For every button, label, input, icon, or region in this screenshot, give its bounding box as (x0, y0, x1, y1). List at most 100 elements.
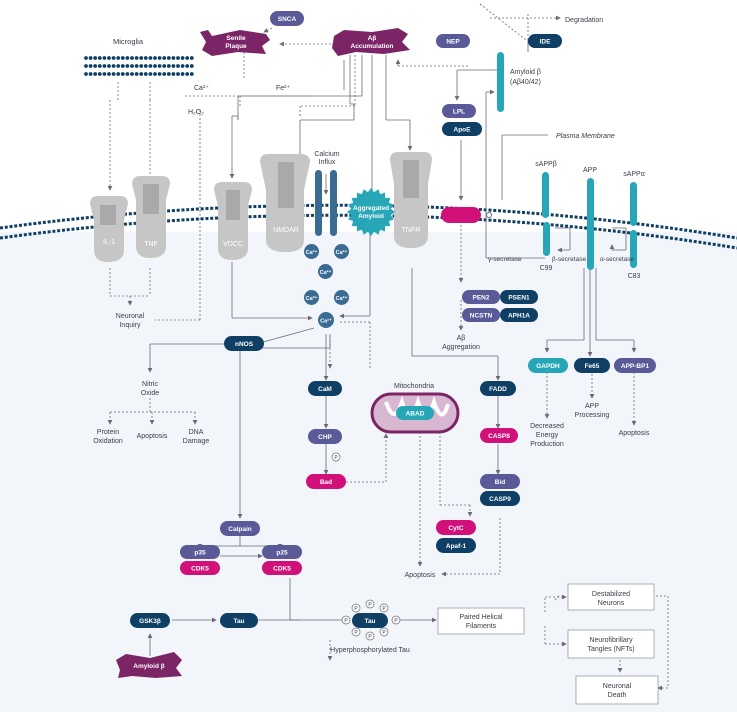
amyloid-beta-label: Amyloid β (510, 69, 541, 76)
amyloid-beta-bottom-label: Amyloid β (133, 663, 164, 670)
c99-label: C99 (540, 265, 553, 272)
decreased-energy-label-2: Energy (536, 432, 559, 439)
node-label-ide: IDE (540, 38, 552, 45)
node-label-chp: CHP (318, 434, 332, 441)
node-label-bad: Bad (320, 479, 332, 486)
node-gsk3b: GSK3β (130, 613, 170, 628)
outcome-boxes (437, 583, 659, 705)
fe-ion-label: Fe²⁺ (276, 85, 291, 92)
bad-phospho-label: P (334, 455, 338, 461)
node-label-p35: p35 (194, 549, 206, 556)
node-ca3: Ca²⁺ (318, 264, 333, 279)
node-bad: Bad (306, 474, 346, 489)
ca-ion-label: Ca²⁺ (194, 85, 209, 92)
connectors (107, 3, 669, 691)
phospho-label: P (382, 630, 386, 636)
node-label-ca6: Ca²⁺ (320, 317, 332, 324)
bad-phospho-circle (331, 452, 341, 462)
nitric-oxide-label-2: Oxide (141, 390, 159, 397)
phospho-label: P (382, 606, 386, 612)
node-appbp1: APP-BP1 (614, 358, 656, 373)
senile-plaque-label: Senile (226, 35, 246, 42)
sappb-label: sAPPβ (535, 161, 557, 168)
node-label-gsk3b: GSK3β (139, 618, 161, 625)
neuronal-injury-label-2: Inquiry (119, 322, 141, 329)
vdcc-label: VDCC (223, 241, 243, 248)
aggregated-amyloid-label-2: Amyloid (358, 213, 384, 220)
node-label-ncstn: NCSTN (470, 312, 493, 319)
node-label-cytc: CytC (448, 525, 463, 532)
destabilized-label: Destabilized (592, 591, 630, 598)
node-psen1: PSEN1 (500, 290, 538, 304)
node-ca2: Ca²⁺ (334, 244, 349, 259)
c83-bar (630, 230, 637, 268)
node-label-casp9: CASP9 (489, 496, 511, 503)
node-aph1a: APH1A (500, 308, 538, 322)
nft-label-2: Tangles (NFTs) (587, 646, 634, 653)
plasma-membrane-label: Plasma Membrane (556, 133, 615, 140)
phospho-circle (379, 627, 389, 637)
app-processing-label: APP (585, 403, 599, 410)
phospho-circle (341, 615, 351, 625)
beta-secretase-label: β-secretase (552, 256, 586, 263)
node-label-abad: ABAD (406, 410, 425, 417)
phospho-circle (379, 603, 389, 613)
calcium-influx-label-2: Influx (319, 159, 336, 166)
app-bar (587, 178, 594, 270)
phospho-label: P (354, 606, 358, 612)
node-label-nep: NEP (446, 38, 460, 45)
apoptosis-right-label: Apoptosis (619, 430, 650, 437)
tnfr-receptor (390, 152, 432, 248)
phospho-circle (391, 615, 401, 625)
phospho-label: P (368, 602, 372, 608)
membrane-receptors (90, 152, 432, 262)
node-casp8: CASP8 (480, 428, 518, 443)
alpha-secretase-label: α-secretase (600, 256, 634, 263)
calcium-influx-label: Calcium (314, 151, 339, 158)
text-labels: Degradation Microglia Ca²⁺ Fe²⁺ H₂O₂ Amy… (93, 17, 650, 699)
node-fadd: FADD (480, 381, 516, 396)
dna-damage-label-2: Damage (183, 438, 210, 445)
paired-helical-label-2: Filaments (466, 623, 497, 630)
node-p35: p35 (180, 545, 220, 559)
aggregated-amyloid: Aggregated Amyloid (347, 188, 395, 236)
phospho-label: P (354, 630, 358, 636)
apoptosis-no-label: Apoptosis (137, 433, 168, 440)
node-snca: SNCA (270, 11, 304, 26)
node-label-lpl: LPL (453, 108, 465, 115)
microglia-label: Microglia (113, 37, 144, 46)
tnf-receptor (132, 176, 170, 258)
node-label-appbp1: APP-BP1 (621, 363, 650, 370)
node-label-pen2: PEN2 (473, 294, 490, 301)
node-label-cdk5-b: CDK5 (273, 565, 291, 572)
node-label-casp8: CASP8 (488, 433, 510, 440)
node-p25: p25 (262, 545, 302, 559)
senile-plaque-shape (200, 30, 270, 56)
node-abad: ABAD (396, 406, 434, 420)
node-label-apaf1: Apaf-1 (446, 543, 467, 550)
h2o2-label: H₂O₂ (188, 109, 204, 116)
phospho-circle (365, 631, 375, 641)
tnfr-label: TNFR (402, 227, 421, 234)
nitric-oxide-label: Nitric (142, 381, 158, 388)
decreased-energy-label: Decreased (530, 423, 564, 430)
node-ncstn: NCSTN (462, 308, 500, 322)
amyloid-beta-sub-label: (Aβ40/42) (510, 79, 541, 86)
neuronal-death-label-2: Death (608, 692, 627, 699)
phospho-label: P (344, 618, 348, 624)
membrane-receptor-labels: IL-1 TNF VDCC NMDAR TNFR (103, 227, 420, 248)
node-label-cdk5-a: CDK5 (191, 565, 209, 572)
node-label-fadd: FADD (489, 386, 507, 393)
vdcc-channel (214, 182, 252, 260)
node-label-psen1: PSEN1 (508, 294, 530, 301)
node-label-ca1: Ca²⁺ (306, 249, 318, 256)
app-processing-bars (497, 52, 637, 270)
sappa-bar (630, 182, 637, 226)
node-label-bid: Bid (495, 479, 506, 486)
il1-label: IL-1 (103, 239, 115, 246)
node-pen2: PEN2 (462, 290, 500, 304)
c83-label: C83 (628, 273, 641, 280)
node-label-p25: p25 (276, 549, 288, 556)
mitochondria-label: Mitochondria (394, 383, 434, 390)
